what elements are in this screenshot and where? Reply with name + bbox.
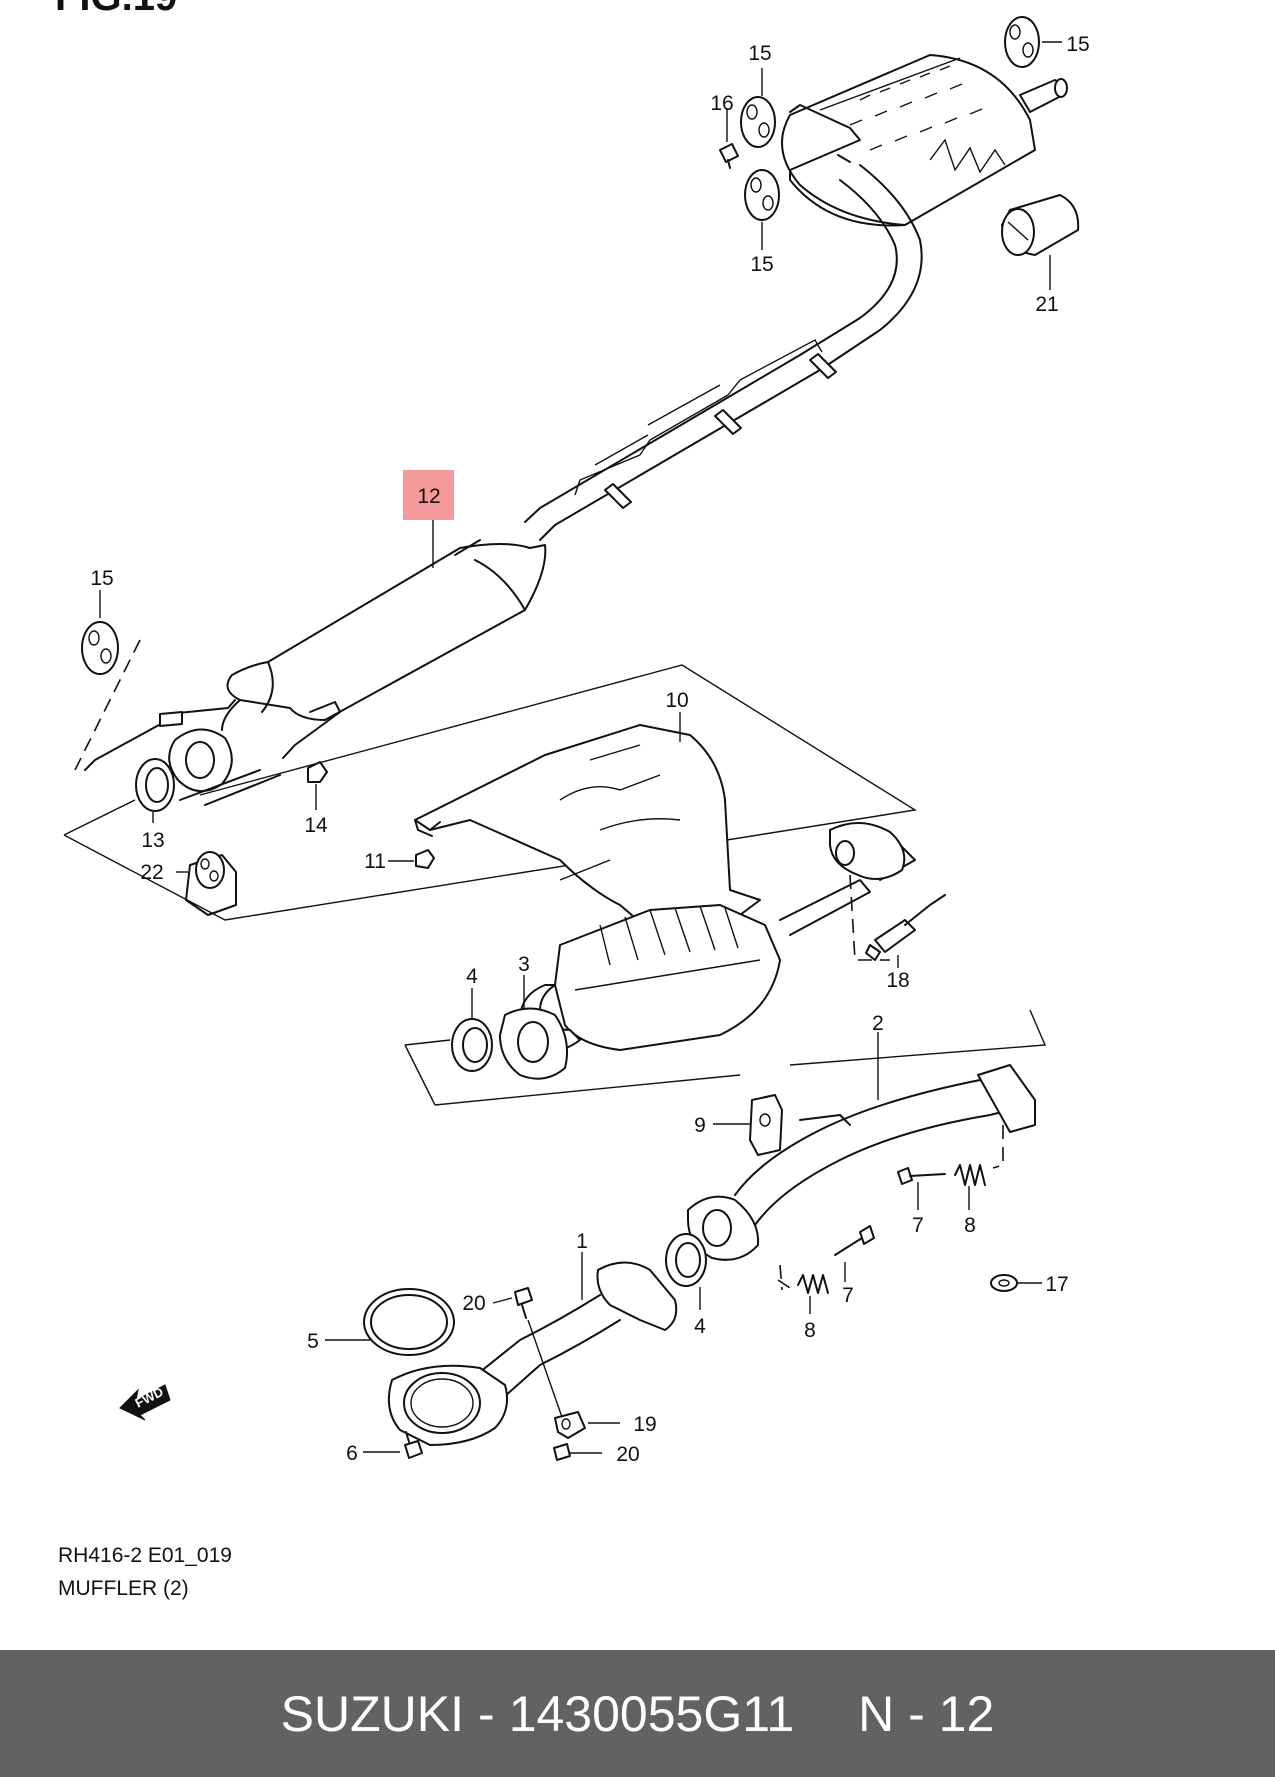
callout-18: 18 <box>886 969 909 992</box>
spring-8-upper <box>954 1164 986 1186</box>
callout-21: 21 <box>1035 293 1058 316</box>
callout-16: 16 <box>710 92 733 115</box>
rear-muffler <box>781 54 1068 227</box>
callout-11: 11 <box>364 850 386 873</box>
grommet-17 <box>990 1274 1018 1292</box>
gasket-13 <box>135 758 175 812</box>
callout-15: 15 <box>750 253 773 276</box>
bolt-20-upper <box>514 1287 533 1319</box>
exhaust-pipe-1 <box>387 1261 678 1446</box>
callout-14: 14 <box>304 814 328 837</box>
rubber-mount-15-lower <box>744 169 780 221</box>
callout-13: 13 <box>141 829 164 852</box>
heat-shield-10 <box>414 724 761 961</box>
exhaust-parts-diagram: FIG.19 <box>55 0 1090 1466</box>
callout-1: 1 <box>576 1230 588 1253</box>
callout-4: 4 <box>466 965 478 988</box>
bolt-7-upper <box>897 1167 946 1185</box>
figure-title: FIG.19 <box>55 0 177 19</box>
spring-8-lower <box>797 1274 829 1294</box>
forward-direction-badge: FWD <box>119 1384 171 1421</box>
diagram-name: MUFFLER (2) <box>58 1577 189 1600</box>
callout-15: 15 <box>90 567 113 590</box>
callout-numbers: 15 15 16 15 21 12 15 10 13 14 11 22 18 4… <box>90 33 1089 1466</box>
bracket-19 <box>554 1411 586 1439</box>
callout-3: 3 <box>518 953 530 976</box>
footer-bar: SUZUKI - 1430055G11 N - 12 <box>0 1650 1275 1777</box>
rubber-mount-15-upper <box>740 96 776 148</box>
highlight-box-12 <box>403 470 454 520</box>
footer-part-number: 1430055G11 <box>508 1685 795 1742</box>
mount-bracket-22 <box>185 851 237 916</box>
callout-20: 20 <box>616 1443 639 1466</box>
footer-ref: N - 12 <box>858 1685 995 1742</box>
callout-2: 2 <box>872 1012 884 1035</box>
bolt-7-lower <box>834 1225 875 1256</box>
leader-lines <box>99 41 1062 1454</box>
callout-17: 17 <box>1045 1273 1068 1296</box>
callout-20: 20 <box>462 1292 485 1315</box>
front-flange-3 <box>499 1007 568 1080</box>
callout-15: 15 <box>748 42 771 65</box>
callout-7: 7 <box>912 1214 924 1237</box>
callout-6: 6 <box>346 1442 358 1465</box>
callout-12: 12 <box>417 485 440 508</box>
footer-separator: - <box>478 1685 495 1742</box>
diagram-code: RH416-2 E01_019 <box>58 1544 232 1567</box>
rubber-mount-15-top <box>1004 16 1040 68</box>
gasket-4-lower <box>665 1233 707 1287</box>
bolt-6 <box>404 1431 423 1459</box>
converter-flange <box>829 821 906 880</box>
front-pipe-2 <box>687 1064 1036 1261</box>
callout-8: 8 <box>964 1214 976 1237</box>
bolt-20-lower <box>553 1443 571 1461</box>
callout-19: 19 <box>633 1413 656 1436</box>
center-pipe-12 <box>84 164 923 806</box>
callout-7: 7 <box>842 1284 854 1307</box>
callout-8: 8 <box>804 1319 816 1342</box>
footer-brand: SUZUKI <box>280 1685 465 1742</box>
bracket-9 <box>749 1094 783 1156</box>
callout-10: 10 <box>665 689 688 712</box>
callout-9: 9 <box>694 1114 706 1137</box>
tail-protector-21 <box>1001 194 1080 256</box>
gasket-5 <box>363 1288 455 1356</box>
clip-16 <box>719 143 739 169</box>
oxygen-sensor-18 <box>865 894 946 961</box>
callout-22: 22 <box>140 861 163 884</box>
nut-11 <box>415 849 435 869</box>
rubber-mount-15-left <box>81 621 119 675</box>
gasket-4-upper <box>451 1018 493 1072</box>
callout-4: 4 <box>694 1315 706 1338</box>
callout-5: 5 <box>307 1330 319 1353</box>
callout-15: 15 <box>1066 33 1089 56</box>
